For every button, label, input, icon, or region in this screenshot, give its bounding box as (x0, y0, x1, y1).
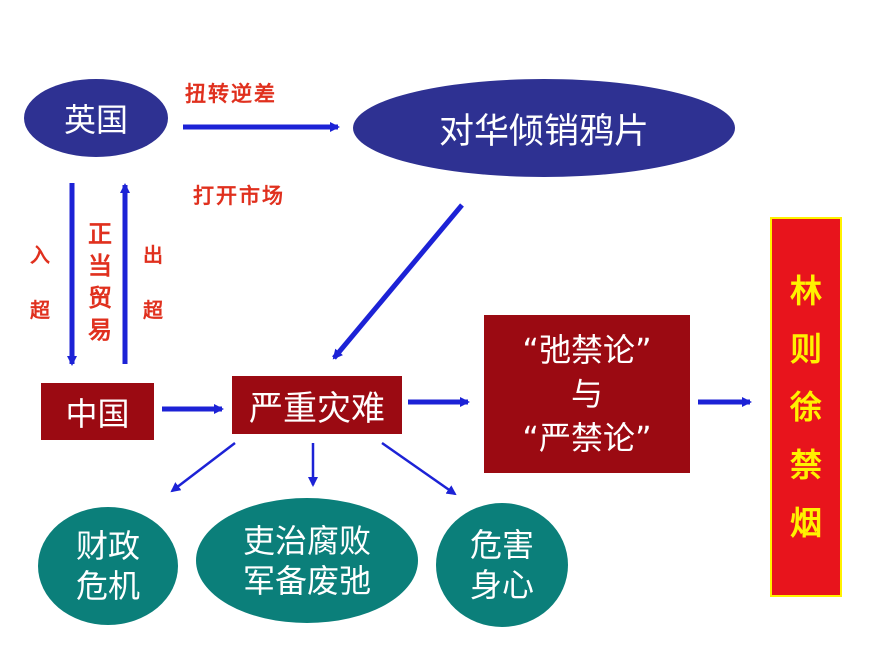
node-disaster: 严重灾难 (232, 376, 402, 434)
node-china-label: 中国 (65, 394, 130, 433)
debate-line-1: “弛禁论” (522, 331, 652, 369)
node-health: 危害 身心 (436, 503, 568, 627)
label-export-surplus: 出 超 (143, 243, 163, 322)
arrow-opium-to-disaster (332, 203, 464, 360)
debate-line-2: 与 (570, 375, 603, 413)
debate-line-3: “严禁论” (522, 419, 652, 457)
node-dump-opium: 对华倾销鸦片 (353, 79, 735, 177)
arrow-disaster-to-fiscal (170, 442, 236, 493)
label-legit-trade: 正 当 贸 易 (88, 220, 112, 344)
node-lin-zexu: 林 则 徐 禁 烟 (770, 217, 842, 597)
node-corruption: 吏治腐败 军备废弛 (196, 498, 418, 623)
node-britain-label: 英国 (63, 101, 128, 139)
label-import-surplus: 入 超 (30, 243, 50, 322)
label-open-market: 打开市场 (193, 184, 285, 208)
node-britain: 英国 (24, 79, 168, 157)
arrow-disaster-to-health (381, 441, 457, 496)
node-dump-opium-label: 对华倾销鸦片 (438, 111, 649, 152)
node-disaster-label: 严重灾难 (249, 388, 385, 429)
node-china: 中国 (41, 383, 154, 440)
label-reverse-deficit: 扭转逆差 (185, 82, 277, 106)
node-fiscal-crisis: 财政 危机 (38, 507, 178, 625)
node-debate: “弛禁论” 与 “严禁论” (484, 315, 690, 473)
